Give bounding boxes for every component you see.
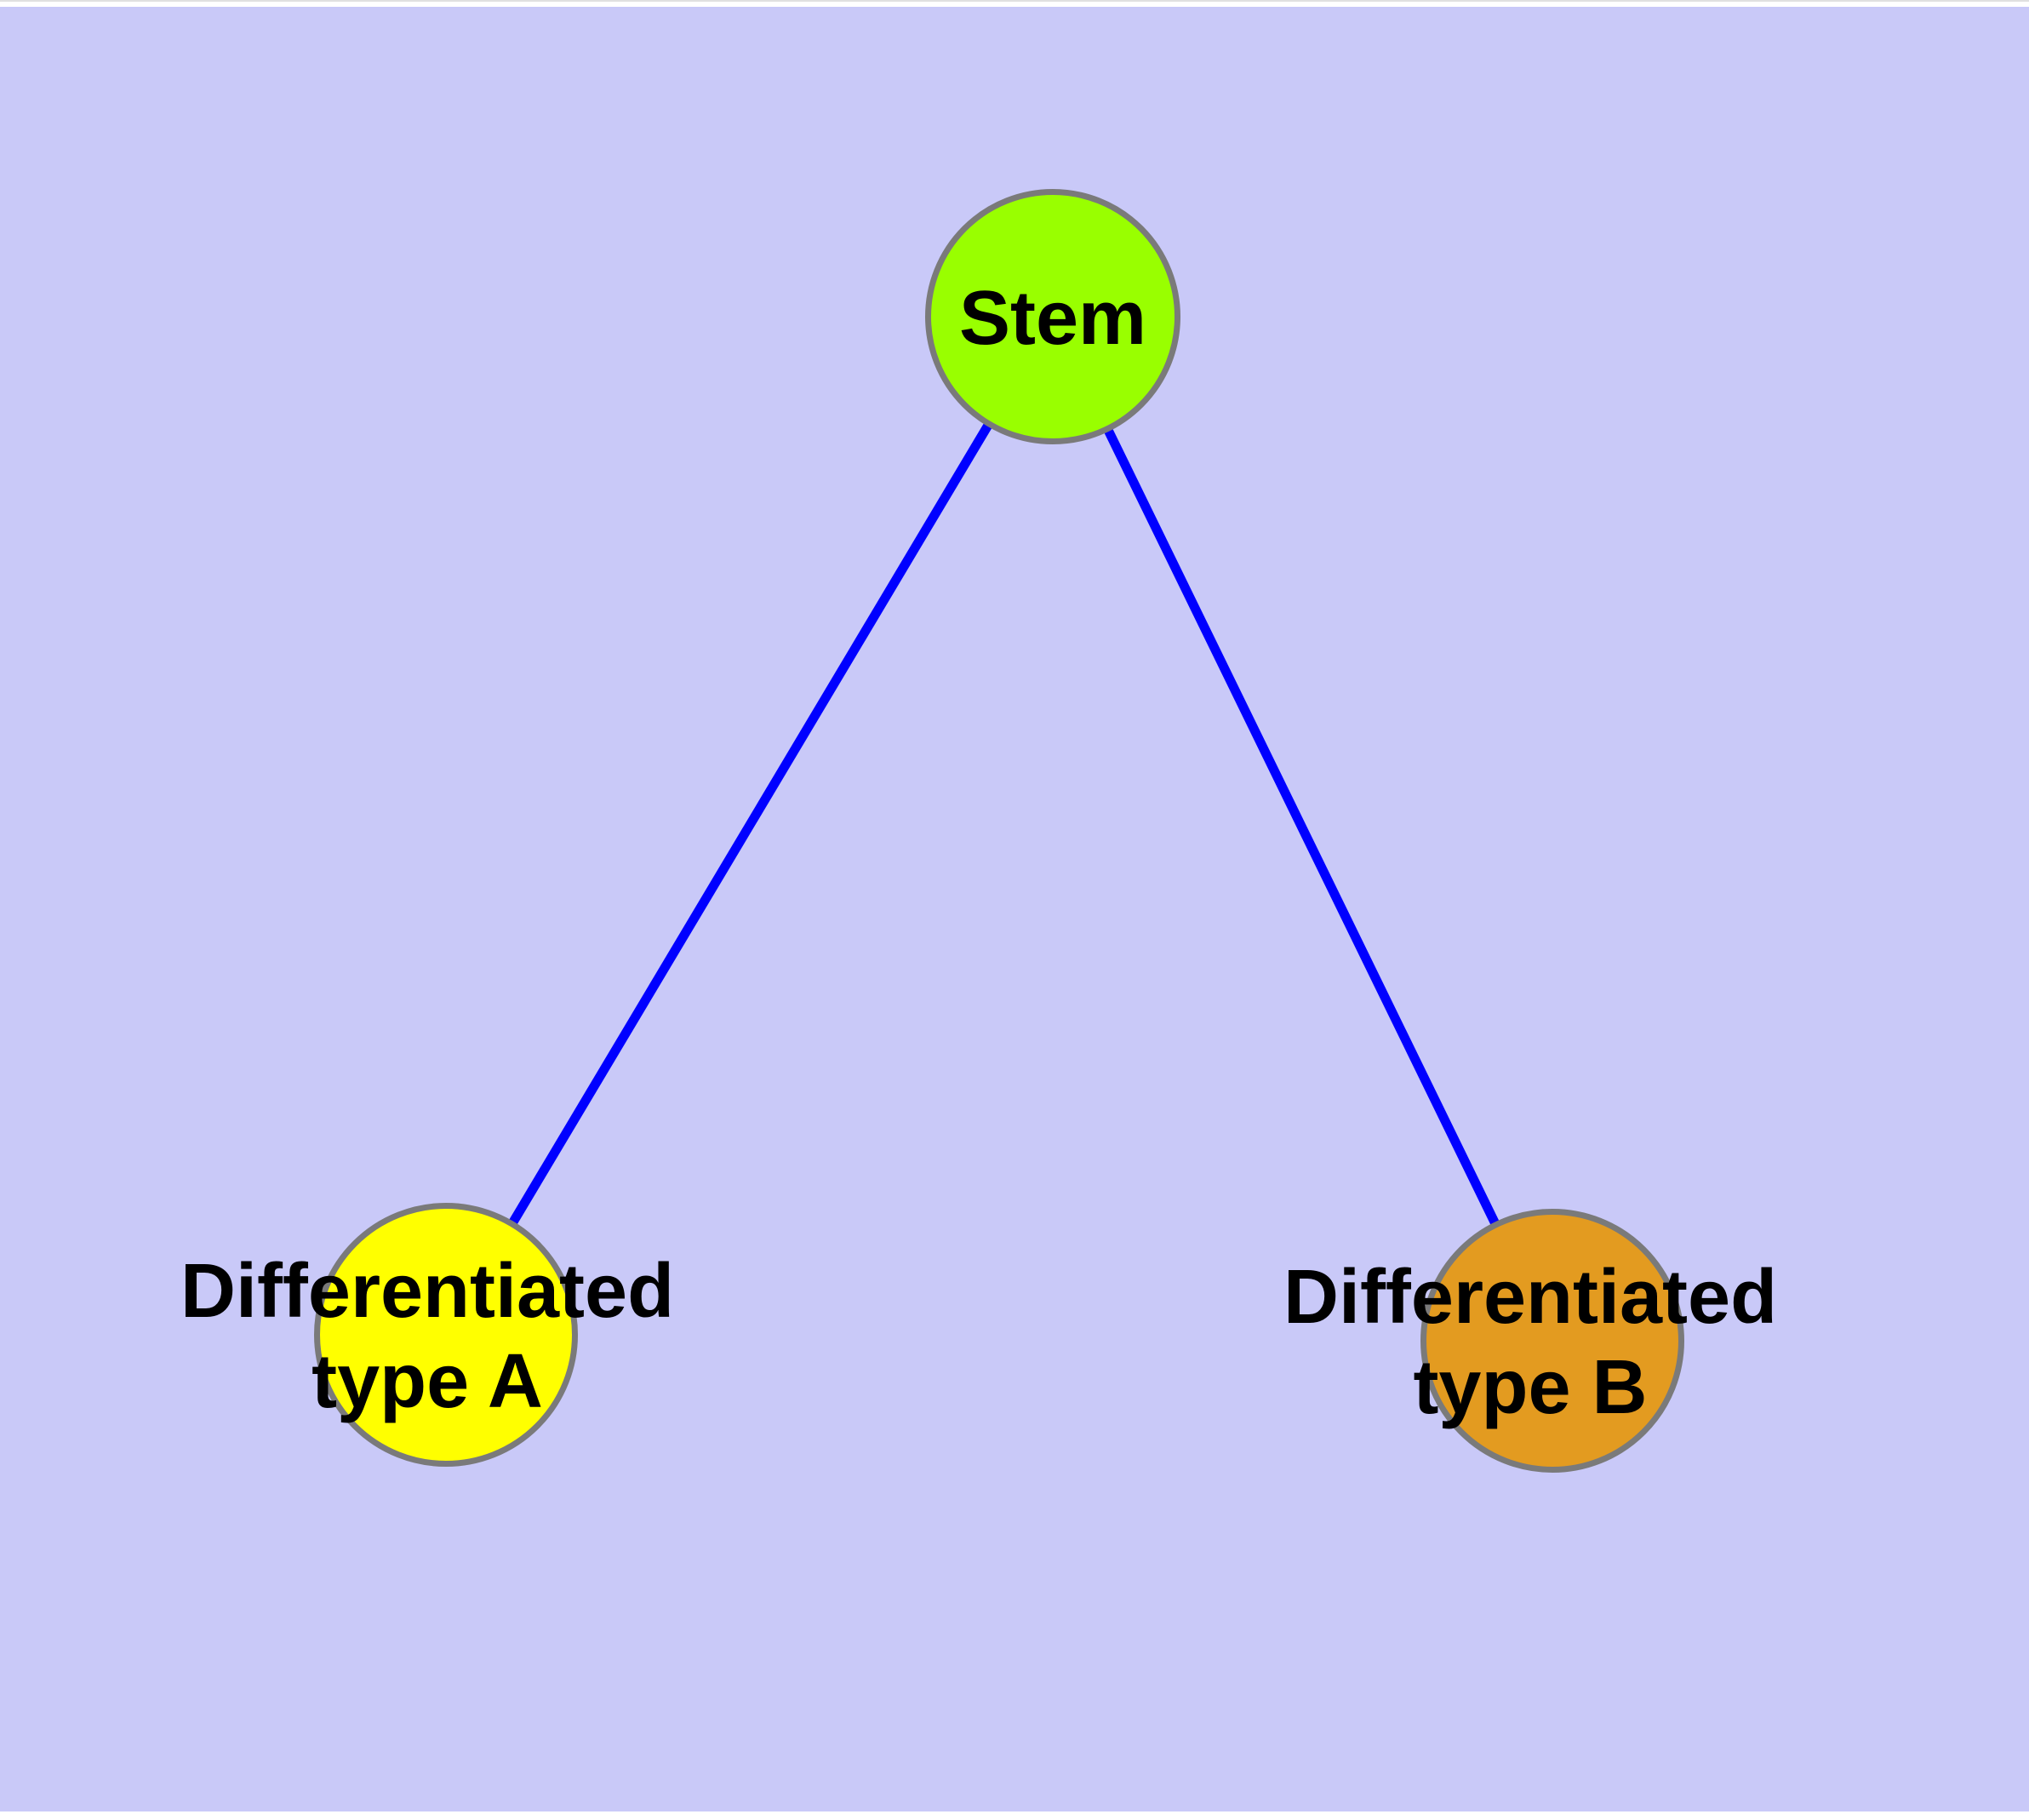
node-stem-label: Stem bbox=[958, 275, 1147, 361]
top-hairline bbox=[0, 0, 2029, 2]
node-type-a-circle bbox=[314, 1203, 578, 1467]
edge-stem-type-b bbox=[1049, 314, 1557, 1343]
edge-stem-type-a bbox=[442, 314, 1057, 1337]
node-type-b-circle bbox=[1420, 1209, 1684, 1473]
node-type-b-label: Differentiated type B bbox=[1283, 1254, 1778, 1430]
node-type-a-label: Differentiated type A bbox=[180, 1248, 675, 1424]
node-stem-circle bbox=[925, 189, 1180, 444]
